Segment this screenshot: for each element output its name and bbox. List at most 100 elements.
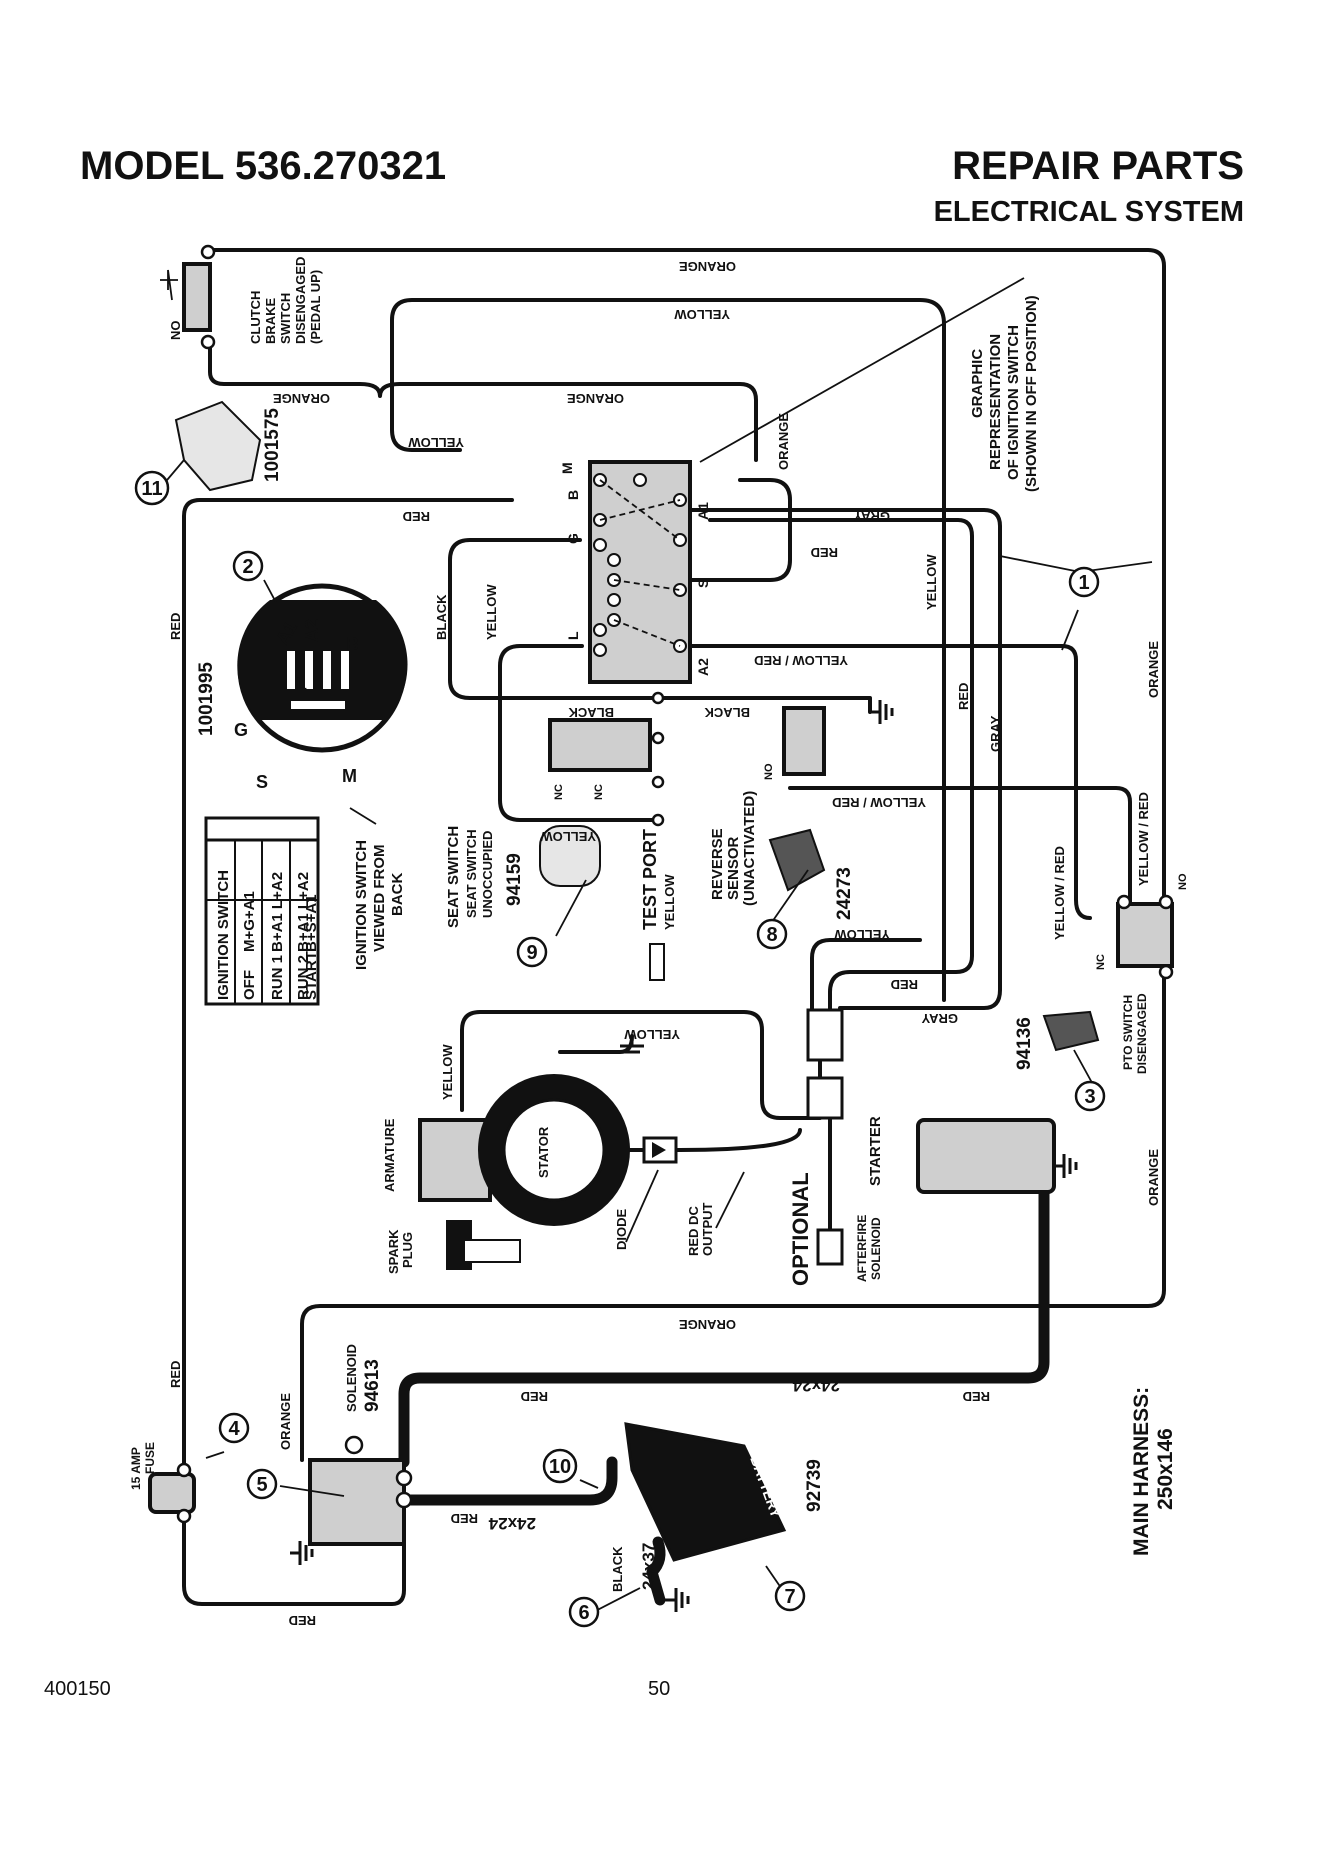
rev-no: NO (763, 763, 775, 780)
ign-table-pos-0: OFF (241, 970, 258, 1000)
ign-table-title: IGNITION SWITCH (215, 870, 232, 1000)
wire-label-orange-left: ORANGE (273, 391, 330, 406)
stator-label: STATOR (536, 1126, 551, 1178)
ign-viewed-2: VIEWED FROM (371, 845, 388, 953)
wire-label-orange-mid: ORANGE (567, 391, 624, 406)
ignition-switch-graphic (588, 460, 692, 684)
wire-label-gray-top: GRAY (853, 509, 890, 524)
diode (642, 1136, 678, 1164)
wire-label-yellow-seat: YELLOW (540, 829, 596, 844)
afterfire-solenoid (816, 1228, 844, 1266)
terminal-g: G (565, 533, 581, 544)
reverse-label-2: SENSOR (725, 836, 742, 900)
wire-label-orange-right2: ORANGE (1146, 1149, 1161, 1206)
wire-label-red-top: RED (403, 509, 430, 524)
wire-label-yellow-top: YELLOW (674, 307, 730, 322)
terminal-a2: A2 (695, 658, 711, 676)
wire-label-orange-right1: ORANGE (1146, 641, 1161, 698)
wire-label-orange-sol: ORANGE (278, 1393, 293, 1450)
graphic-rep-2: REPRESENTATION (987, 334, 1004, 470)
wire-label-yellow-stator: YELLOW (624, 1027, 680, 1042)
wire-label-orange-bottom: ORANGE (679, 1317, 736, 1332)
pto-switch (1116, 894, 1174, 980)
ign-back-l: L (296, 674, 307, 694)
svg-text:9: 9 (526, 942, 537, 964)
wire-label-yellow-vert: YELLOW (484, 584, 499, 640)
wire-label-red-bat1: RED (521, 1389, 548, 1404)
wire-yellow-red-pto (788, 786, 1132, 906)
callout-3: 3 (1074, 1080, 1106, 1112)
cable-battery-neg (646, 1536, 666, 1606)
model-number: MODEL 536.270321 (80, 144, 447, 188)
callout-11: 11 (134, 470, 170, 506)
wire-label-gray-bottom: GRAY (921, 1011, 958, 1026)
afterfire-label-2: SOLENOID (869, 1217, 883, 1280)
callout-10: 10 (542, 1448, 578, 1484)
clutch-label-3: SWITCH (278, 293, 293, 344)
cable-24x37: 24x37 (639, 1543, 658, 1590)
spark-plug-label-2: PLUG (400, 1232, 415, 1268)
armature-label: ARMATURE (382, 1118, 397, 1192)
wire-orange-clutch (208, 343, 758, 462)
ign-table-pos-3: START (303, 951, 320, 1000)
part-94159 (539, 825, 665, 981)
wire-orange-main (206, 248, 1166, 1452)
callout-2: 2 (232, 550, 264, 582)
harness-connector (806, 1008, 844, 1120)
solenoid-label: SOLENOID (344, 1344, 359, 1412)
wire-label-yellow-left: YELLOW (408, 435, 464, 450)
fuse-label-2: FUSE (143, 1442, 157, 1474)
seat-switch-sub2: UNOCCUPIED (480, 831, 495, 918)
stator (478, 1074, 630, 1226)
wire-label-yellow-red-v2: YELLOW / RED (1136, 792, 1151, 886)
graphic-rep-4: (SHOWN IN OFF POSITION) (1023, 295, 1040, 492)
graphic-rep-3: OF IGNITION SWITCH (1005, 325, 1022, 480)
wire-yellow-rev (810, 938, 922, 1012)
wire-label-yellow-red-v1: YELLOW / RED (1052, 846, 1067, 940)
part-number-94613: 94613 (362, 1359, 383, 1412)
seat-switch-title: SEAT SWITCH (445, 826, 462, 928)
ign-table-conn-1: B+A1 L+A2 (269, 872, 286, 952)
part-number-94159: 94159 (504, 853, 525, 906)
wire-label-red-bat3: RED (451, 1511, 478, 1526)
reverse-sensor-switch (782, 706, 826, 776)
page-number: 50 (648, 1678, 671, 1700)
spark-plug (463, 1239, 521, 1263)
wire-label-black-seat: BLACK (568, 705, 614, 720)
fuse-label-1: 15 AMP (129, 1447, 143, 1490)
battery (624, 1422, 787, 1562)
wire-yellow-top (390, 298, 946, 1002)
wire-label-yellow-arm: YELLOW (440, 1044, 455, 1100)
document-code: 400150 (44, 1678, 111, 1700)
terminal-b: B (565, 490, 581, 500)
pto-nc: NC (1095, 954, 1107, 970)
callout-8: 8 (756, 918, 788, 950)
spark-plug-label-1: SPARK (386, 1229, 401, 1274)
diode-label: DIODE (614, 1209, 629, 1251)
harness-label-1: MAIN HARNESS: (1130, 1387, 1153, 1556)
svg-text:7: 7 (784, 1586, 795, 1608)
svg-text:8: 8 (766, 924, 777, 946)
wire-yellow-l (498, 644, 658, 822)
ign-back-s: S (256, 772, 268, 792)
wire-label-red-left1: RED (168, 613, 183, 640)
red-dc-label-1: RED DC (686, 1206, 701, 1256)
callout-7: 7 (774, 1580, 806, 1612)
ign-back-a2: A2 (302, 619, 322, 642)
ign-table-pos-1: RUN 1 (269, 955, 286, 1000)
wire-label-red-s: RED (811, 545, 838, 560)
reverse-label-3: (UNACTIVATED) (741, 791, 758, 906)
starter-label: STARTER (867, 1116, 884, 1186)
clutch-label-2: BRAKE (263, 297, 278, 344)
pto-label-2: DISENGAGED (1135, 993, 1149, 1074)
cable-24x24-top: 24x24 (792, 1376, 840, 1395)
ign-table-conn-3: B+S+A1 (303, 894, 320, 952)
terminal-l: L (565, 631, 581, 640)
wire-label-orange-top: ORANGE (679, 259, 736, 274)
clutch-label-4: DISENGAGED (293, 257, 308, 344)
ign-table-pos-2: RUN 2 (295, 955, 312, 1000)
ign-table-conn-2: B+A1 L+A2 (295, 872, 312, 952)
starter (916, 1118, 1078, 1194)
seat-switch (548, 691, 665, 827)
